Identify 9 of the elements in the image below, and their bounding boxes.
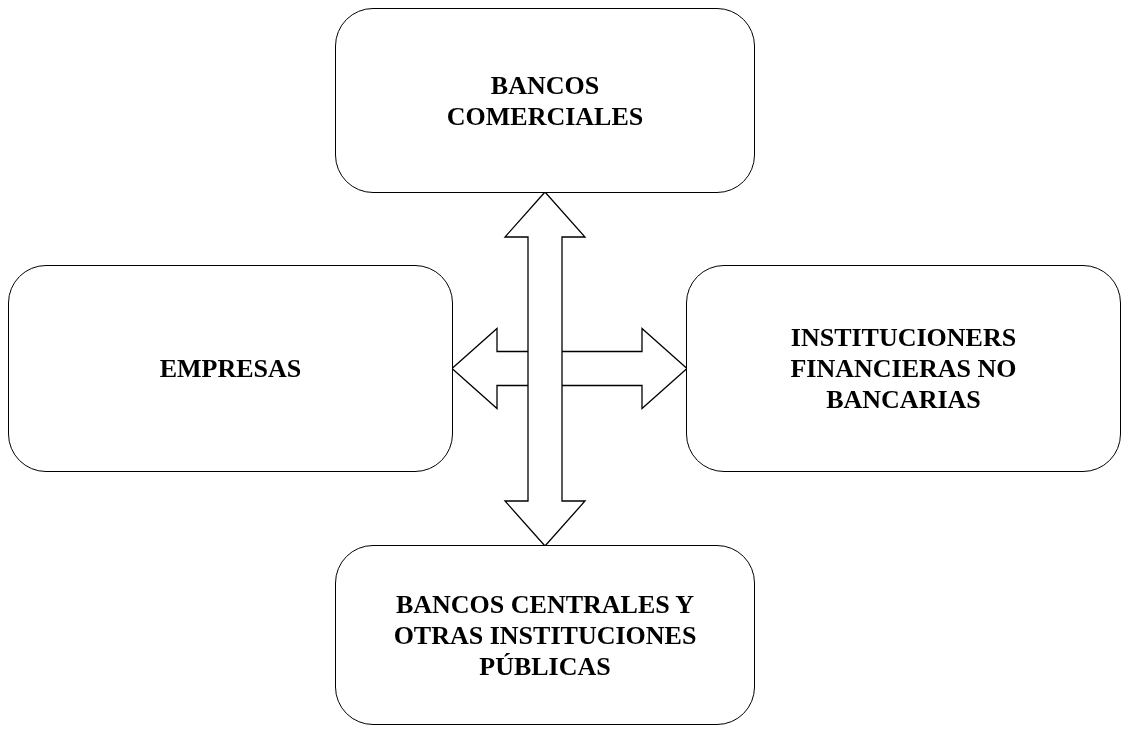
box-label: BANCOS COMERCIALES	[445, 69, 645, 132]
rounded-box	[686, 265, 1121, 472]
box-label: INSTITUCIONERS FINANCIERAS NO BANCARIAS	[789, 322, 1018, 415]
block-arrow	[503, 191, 587, 547]
rounded-box	[335, 545, 755, 725]
rounded-box	[335, 8, 755, 193]
box-label: EMPRESAS	[159, 353, 302, 384]
rounded-box	[8, 265, 453, 472]
box-label: BANCOS CENTRALES Y OTRAS INSTITUCIONES PÚBLICAS	[392, 588, 698, 682]
